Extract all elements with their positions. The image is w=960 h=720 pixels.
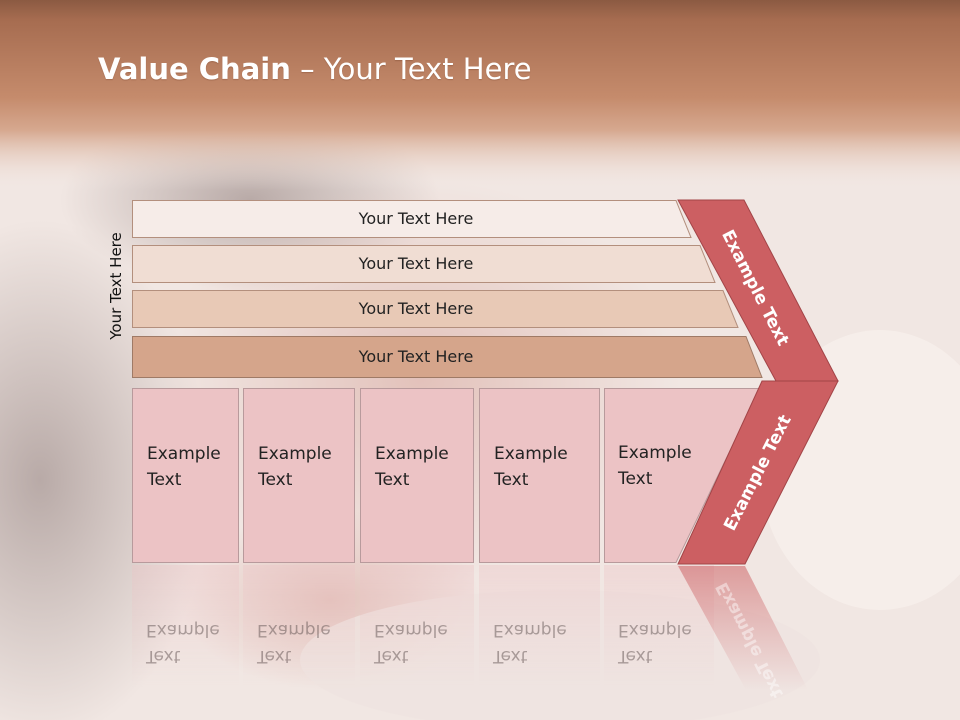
title-bold: Value Chain xyxy=(98,52,291,86)
box-3-line2: Text xyxy=(375,470,410,490)
box-4-reflection: Text Example xyxy=(479,565,600,695)
box-3-line1: Example xyxy=(375,444,449,464)
band-label-3: Your Text Here xyxy=(358,299,474,318)
side-label: Your Text Here xyxy=(107,232,125,340)
box-2-reflection: Text Example xyxy=(243,565,355,695)
band-label-1: Your Text Here xyxy=(358,209,474,228)
box-1-refl-line2: Text xyxy=(146,646,181,666)
band-label-4: Your Text Here xyxy=(358,347,474,366)
box-4-refl-line2: Text xyxy=(493,646,528,666)
box-5-refl-line1: Example xyxy=(618,620,692,640)
box-3-refl-line1: Example xyxy=(374,620,448,640)
box-4-line1: Example xyxy=(494,444,568,464)
title-rest: – Your Text Here xyxy=(290,52,532,86)
box-5-reflection: Text Example xyxy=(604,565,714,695)
box-1-refl-line1: Example xyxy=(146,620,220,640)
band-label-2: Your Text Here xyxy=(358,254,474,273)
box-2-line2: Text xyxy=(258,470,293,490)
box-4-refl-line1: Example xyxy=(493,620,567,640)
slide-title: Value Chain – Your Text Here xyxy=(98,52,532,86)
box-5-line2: Text xyxy=(618,469,653,489)
box-2-refl-line1: Example xyxy=(257,620,331,640)
box-2-refl-line2: Text xyxy=(257,646,292,666)
box-1-reflection: Text Example xyxy=(132,565,239,695)
box-5-line1: Example xyxy=(618,443,692,463)
box-3-refl-line2: Text xyxy=(374,646,409,666)
box-1-line1: Example xyxy=(147,444,221,464)
box-1-line2: Text xyxy=(147,470,182,490)
box-3-reflection: Text Example xyxy=(360,565,474,695)
example-box-5: Example Text xyxy=(618,440,692,492)
box-4-line2: Text xyxy=(494,470,529,490)
box-5-refl-line2: Text xyxy=(618,646,653,666)
box-2-line1: Example xyxy=(258,444,332,464)
